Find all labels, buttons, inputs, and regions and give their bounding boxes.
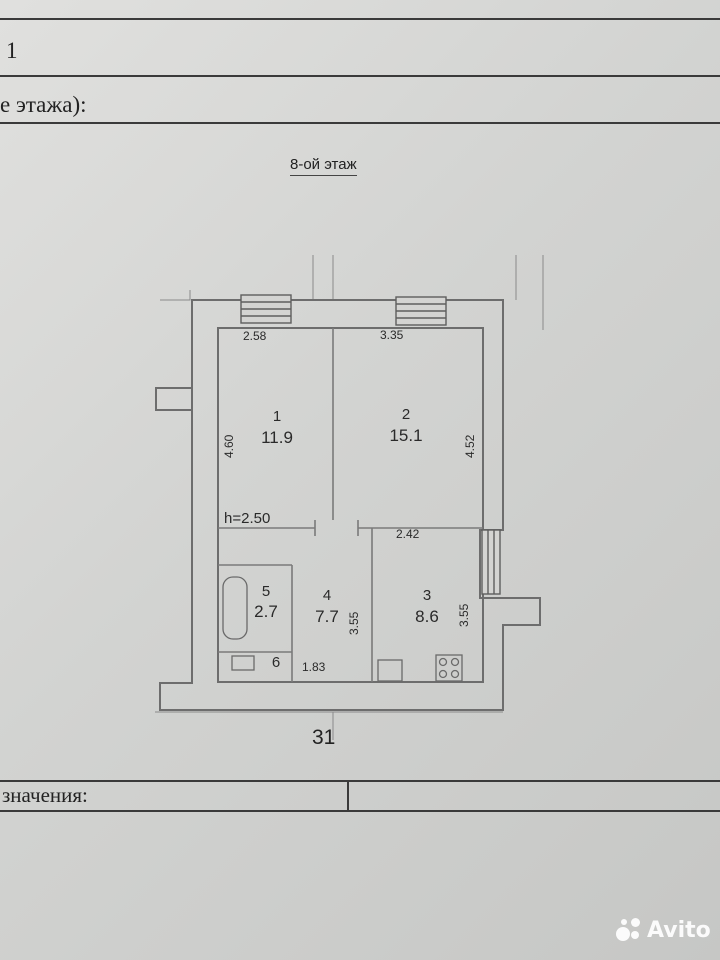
dim-room2-height: 4.52 xyxy=(463,434,477,458)
dim-kitchen-length: 3.55 xyxy=(457,603,471,627)
form-line xyxy=(0,780,720,782)
kitchen-counter xyxy=(377,659,403,682)
form-line xyxy=(0,18,720,20)
form-line xyxy=(0,122,720,124)
windows xyxy=(240,294,501,595)
room-1-area: 11.9 xyxy=(261,428,293,447)
inner-walls xyxy=(218,328,483,682)
dim-bath-width: 1.83 xyxy=(302,660,326,674)
outer-walls xyxy=(155,299,541,711)
room-1-number: 1 xyxy=(273,408,281,425)
stove xyxy=(435,654,463,682)
window-kitchen xyxy=(481,529,501,595)
ceiling-height-label: h=2.50 xyxy=(224,510,270,527)
form-floor-label: е этажа): xyxy=(0,92,87,117)
dim-room2-window: 3.35 xyxy=(380,328,404,342)
dim-room1-height: 4.60 xyxy=(222,434,236,458)
room-5-area: 2.7 xyxy=(254,602,278,621)
page-number: 31 xyxy=(312,726,336,749)
room-3-number: 3 xyxy=(423,587,431,604)
form-line xyxy=(0,810,720,812)
form-row-number: 1 xyxy=(6,38,18,63)
form-notes-label: значения: xyxy=(2,783,88,807)
avito-logo-icon xyxy=(616,917,642,943)
form-divider xyxy=(347,780,349,811)
sink xyxy=(231,655,255,671)
room-4-area: 7.7 xyxy=(315,607,339,626)
fixtures xyxy=(222,576,463,682)
form-line xyxy=(0,75,720,77)
dim-room1-window: 2.58 xyxy=(243,329,267,343)
bathtub xyxy=(222,576,248,640)
room-6-number: 6 xyxy=(272,654,280,671)
room-2-number: 2 xyxy=(402,406,410,423)
room-3-area: 8.6 xyxy=(415,607,439,626)
construction-lines xyxy=(155,255,544,740)
avito-brand-text: Avito xyxy=(647,917,711,943)
room-2-area: 15.1 xyxy=(389,426,422,445)
floor-title: 8-ой этаж xyxy=(290,156,357,176)
room-5-number: 5 xyxy=(262,583,270,600)
room-4-number: 4 xyxy=(323,587,331,604)
dim-kitchen-width: 2.42 xyxy=(396,527,420,541)
avito-watermark: Avito xyxy=(616,917,711,943)
dim-hall-length: 3.55 xyxy=(347,611,361,635)
